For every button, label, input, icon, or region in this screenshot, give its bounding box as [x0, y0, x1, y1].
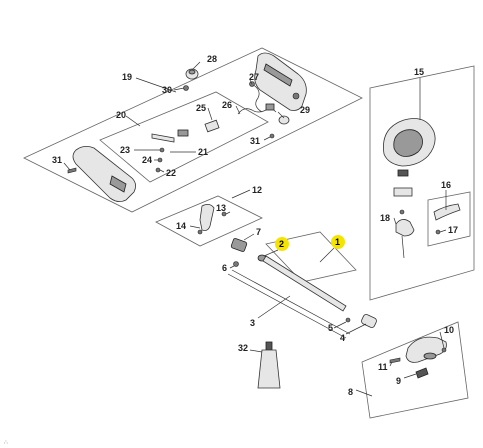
part-3-shaft	[227, 269, 351, 339]
part-11-screw	[389, 357, 401, 364]
callout-13: 13	[216, 203, 226, 213]
callout-9: 9	[396, 376, 401, 386]
panel-15	[369, 65, 475, 301]
callout-27: 27	[249, 72, 259, 82]
part-22-pin	[155, 167, 161, 173]
footer-mark: ∴	[4, 440, 8, 446]
callout-28: 28	[207, 54, 217, 64]
part-15-loop-handle	[383, 118, 436, 167]
callout-10: 10	[444, 325, 454, 335]
part-23-screw	[159, 147, 165, 153]
part-31-screw-upper	[269, 133, 275, 139]
callout-1: 1	[335, 237, 340, 247]
callout-30: 30	[162, 85, 172, 95]
part-29-knob	[278, 115, 290, 125]
callout-8: 8	[348, 387, 353, 397]
callout-1-highlight	[331, 235, 345, 249]
part-14-trigger	[197, 204, 215, 235]
part-18-bracket	[395, 219, 415, 259]
callout-19: 19	[122, 72, 132, 82]
part-5-washer	[345, 317, 351, 323]
part-1-drive-tube	[262, 255, 347, 312]
part-7-clamp	[230, 238, 248, 252]
part-26-wire-harness	[237, 103, 277, 115]
callout-26: 26	[222, 100, 232, 110]
callout-23: 23	[120, 145, 130, 155]
part-32-grease-tube	[257, 341, 281, 389]
callout-17: 17	[448, 225, 458, 235]
callout-22: 22	[166, 168, 176, 178]
callout-32: 32	[238, 343, 248, 353]
callout-20: 20	[116, 110, 126, 120]
part-15-clamp	[393, 169, 413, 215]
part-8-grip	[405, 336, 447, 363]
part-10-nut	[441, 347, 447, 353]
callout-2: 2	[279, 239, 284, 249]
part-17-screw	[435, 229, 441, 235]
part-9-knob	[415, 367, 429, 379]
callout-labels: 28 19 30 27 15 20 25 26 29 31 23 21 24 2…	[52, 54, 458, 397]
callout-6: 6	[222, 263, 227, 273]
callout-3: 3	[250, 318, 255, 328]
callout-21: 21	[198, 147, 208, 157]
callout-31-left: 31	[52, 155, 62, 165]
callout-11: 11	[378, 362, 388, 372]
part-30-screw	[183, 85, 189, 91]
callout-5: 5	[328, 323, 333, 333]
leader-lines	[63, 61, 447, 397]
part-21-lever	[151, 129, 189, 143]
part-6-bearing	[233, 261, 239, 267]
callout-15: 15	[414, 67, 424, 77]
part-24-spring	[157, 157, 163, 163]
part-28-knob	[185, 68, 199, 80]
part-31-screw-left	[67, 167, 77, 174]
part-25-switch	[204, 119, 220, 133]
callout-29: 29	[300, 105, 310, 115]
callout-2-highlight	[275, 237, 289, 251]
callout-31-upper: 31	[250, 136, 260, 146]
callout-25: 25	[196, 103, 206, 113]
part-4-sleeve	[361, 314, 377, 328]
callout-16: 16	[441, 180, 451, 190]
callout-7: 7	[256, 227, 261, 237]
panel-16	[427, 191, 471, 247]
callout-24: 24	[142, 155, 152, 165]
callout-14: 14	[176, 221, 186, 231]
callout-4: 4	[340, 333, 345, 343]
part-16-lever	[433, 203, 461, 221]
control-handle-housing	[254, 52, 307, 111]
left-handle-housing	[72, 146, 136, 202]
callout-12: 12	[252, 185, 262, 195]
panel-20	[99, 91, 269, 183]
callout-18: 18	[380, 213, 390, 223]
